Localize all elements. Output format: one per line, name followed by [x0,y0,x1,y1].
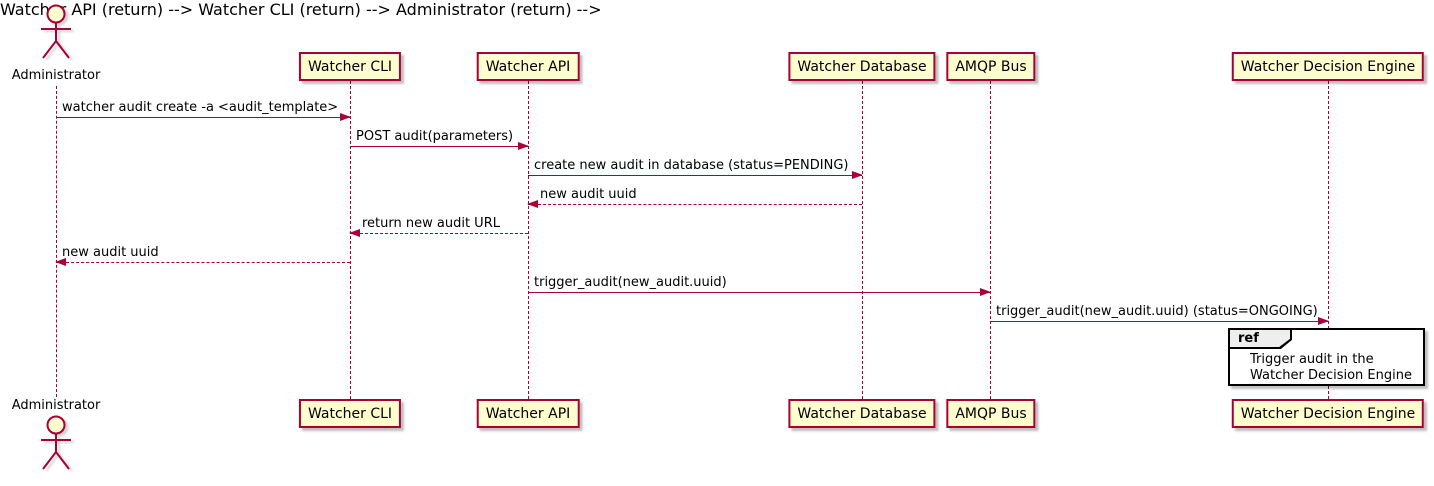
arrowhead-icon [527,200,538,208]
lifeline-watcher-api [527,81,529,399]
participant-label: Watcher Database [797,405,927,422]
arrowhead-icon [980,288,991,296]
actor-label-administrator-top: Administrator [11,68,101,83]
lifeline-watcher-cli [349,81,351,399]
message-7-arrow [528,288,991,296]
actor-icon [41,4,71,59]
message-3-label: create new audit in database (status=PEN… [534,158,849,173]
ref-text-line-1: Trigger audit in the [1250,352,1374,367]
participant-top-watcher-cli: Watcher CLI [298,52,402,81]
participant-label: Watcher Decision Engine [1240,405,1416,422]
lifeline-administrator [55,86,57,397]
message-1-arrow [56,113,351,121]
message-7-label: trigger_audit(new_audit.uuid) [534,275,727,290]
ref-keyword: ref [1230,330,1290,347]
actor-label-administrator-bottom: Administrator [11,398,101,413]
participant-label: Watcher Decision Engine [1240,58,1416,75]
message-2-arrow [350,142,529,150]
lifeline-watcher-database [861,81,863,399]
participant-label: AMQP Bus [955,405,1027,422]
message-6-arrow [55,258,350,266]
lifeline-watcher-decision-engine [1327,81,1329,399]
participant-bottom-watcher-cli: Watcher CLI [298,399,402,428]
message-2-label: POST audit(parameters) [356,129,514,144]
message-3-arrow [528,171,863,179]
arrowhead-icon [518,142,529,150]
arrowhead-icon [55,258,66,266]
participant-bottom-watcher-decision-engine: Watcher Decision Engine [1231,399,1425,428]
message-4-arrow [527,200,862,208]
participant-label: Watcher API [485,405,571,422]
participant-top-watcher-api: Watcher API [476,52,580,81]
participant-label: Watcher API [485,58,571,75]
ref-text: Trigger audit in the Watcher Decision En… [1230,349,1423,388]
participant-label: Watcher CLI [307,58,393,75]
arrowhead-icon [349,229,360,237]
participant-label: AMQP Bus [955,58,1027,75]
actor-administrator-top [34,3,78,63]
message-8-arrow [990,317,1329,325]
lifeline-amqp-bus [989,81,991,399]
arrowhead-icon [852,171,863,179]
arrowhead-icon [1318,317,1329,325]
participant-bottom-amqp-bus: AMQP Bus [946,399,1036,428]
message-1-label: watcher audit create -a <audit_template> [62,100,339,115]
participant-top-amqp-bus: AMQP Bus [946,52,1036,81]
message-5-arrow [349,229,528,237]
message-4-label: new audit uuid [540,187,637,202]
ref-fragment: ref Trigger audit in the Watcher Decisio… [1228,328,1425,386]
message-5-label: return new audit URL [362,216,500,231]
participant-bottom-watcher-api: Watcher API [476,399,580,428]
arrowhead-icon [340,113,351,121]
participant-top-watcher-database: Watcher Database [788,52,936,81]
message-6-label: new audit uuid [62,245,159,260]
participant-top-watcher-decision-engine: Watcher Decision Engine [1231,52,1425,81]
participant-label: Watcher CLI [307,405,393,422]
ref-text-line-2: Watcher Decision Engine [1250,368,1412,383]
participant-bottom-watcher-database: Watcher Database [788,399,936,428]
participant-label: Watcher Database [797,58,927,75]
message-8-label: trigger_audit(new_audit.uuid) (status=ON… [996,304,1318,319]
actor-icon [41,415,71,470]
ref-tag: ref [1230,330,1292,349]
actor-administrator-bottom [34,414,78,474]
